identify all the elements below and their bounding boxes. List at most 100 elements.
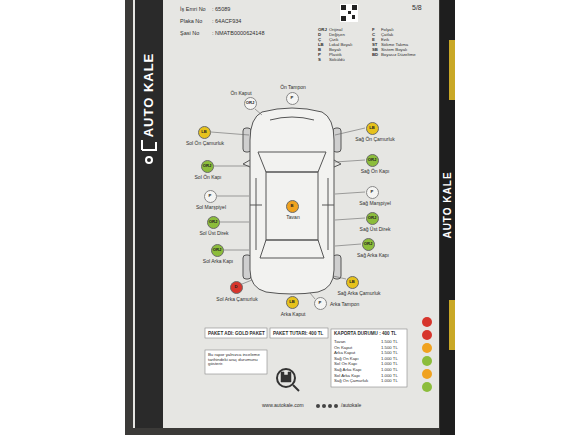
report-text: Sistem Boyalı [381,48,407,53]
qr-cell [352,5,357,10]
report-text: C [372,33,375,38]
header-field: : NMATB0000624148 [212,30,265,36]
report-text: Ön Kaput [334,346,352,351]
part-label: Ön Kaput [230,91,251,97]
part-marker: Sağ MarşpiyelP [366,186,379,199]
logo-handle [293,385,299,391]
part-marker: Sağ Arka ÇamurlukLB [346,276,359,289]
part-label: Sol Arka Kapı [203,259,233,265]
part-marker: Arka TamponP [314,297,327,310]
part-label: Sol Arka Çamurluk [216,297,257,303]
social-icon [328,404,332,408]
condition-code: P [371,190,374,194]
report-text: 1.000 TL [381,357,398,362]
header-field: : 64ACF934 [212,18,241,24]
report-text: Orijinal [329,28,342,33]
qr-cell [348,11,351,14]
report-text: 1.500 TL [381,340,398,345]
social-icon [334,404,338,408]
report-text: F [372,28,375,33]
report-text: P [318,53,321,58]
report-text: Arka Kaput [334,351,355,356]
part-marker: Ön TamponP [286,92,299,105]
company-logo [277,369,299,391]
report-text: Tavan [334,340,345,345]
report-text: Folyalı [381,28,394,33]
windshield [258,152,326,172]
part-label: Sağ Ön Çamurluk [355,137,395,143]
part-marker: TavanB [286,200,299,213]
part-marker: Sol Ön ÇamurlukLB [198,126,211,139]
report-text: Sökme Takma [381,43,408,48]
car-outline [243,108,341,294]
report-text: Ezik [381,38,389,43]
leader-line [335,128,365,135]
header-field: : 65089 [212,6,230,12]
part-label: Sol Üst Direk [199,231,228,237]
report-text: Çizik [329,38,338,43]
report-text: BD [372,53,378,58]
service-icon [422,317,432,327]
condition-code: ORJ [246,101,255,105]
qr-cell [341,5,346,10]
part-label: Arka Kaput [281,312,306,318]
leader-line [214,166,249,167]
report-text: 1.000 TL [381,379,398,384]
door-line [250,178,334,250]
package-boxes [205,328,407,387]
service-icon [422,356,432,366]
condition-code: ORJ [368,158,377,162]
condition-code: P [209,194,212,198]
report-text: 1.000 TL [381,374,398,379]
report-text: Sağ Ön Kapı [334,357,359,362]
brand-logo [142,140,156,163]
part-marker: Sağ Ön KapıORJ [366,154,379,167]
report-text: Lokal Boyalı [329,43,352,48]
package-box [205,328,267,338]
social-icon [322,404,326,408]
roof [266,172,318,240]
note-box [205,350,267,374]
paper-sheet [133,0,439,428]
report-text: Sol Ön Kapı [334,362,357,367]
report-text: Boyasız Düzeltme [381,53,416,58]
report-text: B [318,48,321,53]
report-text: D [318,33,321,38]
part-label: Tavan [286,215,299,221]
part-marker: Sol Arka KapıORJ [211,244,224,257]
header-field: 5/8 [412,4,422,12]
leader-line [242,280,252,284]
logo-ring [277,369,295,387]
service-icon [422,343,432,353]
part-marker: Sağ Ön ÇamurlukLB [366,122,379,135]
qr-code [340,4,358,22]
brand-name: AUTO KALE [142,53,156,138]
condition-code: LB [349,280,355,284]
part-marker: Sağ Üst DirekORJ [366,212,379,225]
report-text: PAKET TUTARI: 400 TL [273,331,323,336]
report-text: Ç [318,38,321,43]
report-text: Değişen [329,33,345,38]
condition-code: B [290,204,293,208]
part-marker: Sol Üst DirekORJ [207,216,220,229]
hood-line [270,117,314,120]
condition-code: ORJ [364,242,373,246]
report-text: Söküldü [329,58,345,63]
part-marker: Sol Ön KapıORJ [201,160,214,173]
part-marker: Ön KaputORJ [244,97,257,110]
report-text: Bu rapor yalnızca inceleme tarihindeki a… [208,353,264,367]
photo-ground [125,0,455,435]
part-label: Sağ Üst Direk [360,227,391,233]
condition-code: ORJ [209,220,218,224]
header-field: Plaka No [180,18,202,24]
condition-code: P [319,301,322,305]
leader-line [335,192,365,194]
report-text: Sağ Ön Çamurluk [334,379,368,384]
condition-code: ORJ [368,216,377,220]
social-icons [316,404,338,408]
condition-code: LB [201,130,207,134]
logo-tower [281,372,291,382]
header-field: Şasi No [180,30,199,36]
sheet-accent [449,300,455,350]
